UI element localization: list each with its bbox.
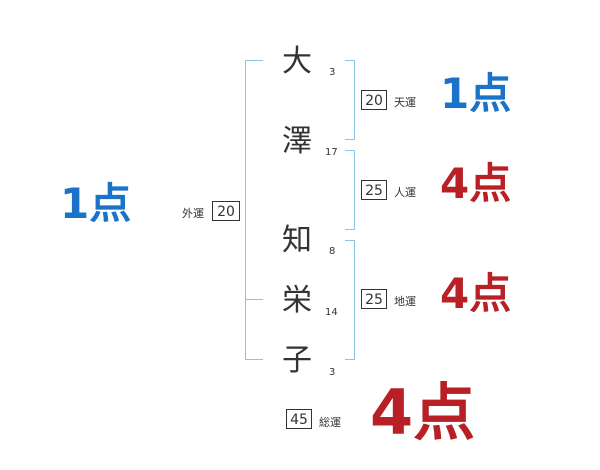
jinun-value-box: 25: [361, 180, 387, 200]
souun-score: 4点: [370, 376, 476, 449]
name-char-2: 澤: [282, 124, 312, 159]
tenun-label: 天運: [394, 96, 416, 109]
name-char-1: 大: [282, 44, 312, 79]
chiun-score: 4点: [440, 269, 512, 318]
gaiun-value-box: 20: [212, 201, 240, 221]
chiun-value-box: 25: [361, 289, 387, 309]
tenun-score: 1点: [440, 69, 512, 118]
gaiun-score: 1点: [60, 179, 132, 228]
souun-value-box: 45: [286, 409, 312, 429]
stroke-count-2: 17: [325, 147, 338, 158]
stroke-count-4: 14: [325, 307, 338, 318]
stroke-count-3: 8: [329, 246, 336, 257]
name-char-5: 子: [282, 343, 312, 378]
chiun-bracket: [345, 240, 355, 360]
jinun-label: 人運: [394, 186, 416, 199]
stroke-count-5: 3: [329, 367, 336, 378]
gaiun-bracket: [245, 60, 263, 360]
tenun-value-box: 20: [361, 90, 387, 110]
gaiun-bracket-divider: [245, 299, 263, 300]
jinun-score: 4点: [440, 159, 512, 208]
name-char-4: 栄: [282, 283, 312, 318]
tenun-bracket: [345, 60, 355, 140]
gaiun-label: 外運: [182, 207, 204, 220]
jinun-bracket: [345, 150, 355, 230]
stroke-count-1: 3: [329, 67, 336, 78]
souun-label: 総運: [319, 416, 341, 429]
chiun-label: 地運: [394, 295, 416, 308]
name-char-3: 知: [282, 223, 312, 258]
